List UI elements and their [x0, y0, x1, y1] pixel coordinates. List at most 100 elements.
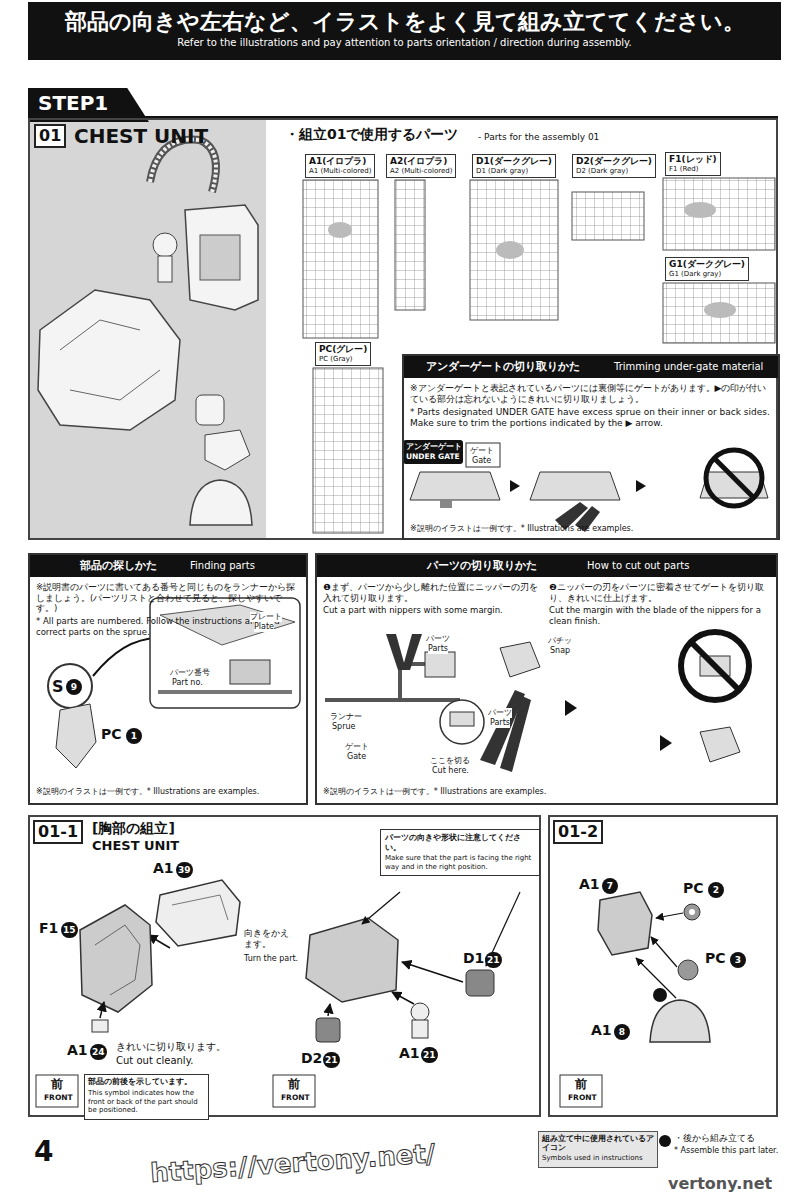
box-text: Finding parts [190, 559, 255, 573]
chest-assembly-drawing [95, 925, 140, 995]
box-heading: 部品の前後を示しています。 [88, 1077, 205, 1087]
note-box: パーツの切り取りかたHow to cut out parts❶まず、パーツから少… [315, 553, 778, 805]
box-heading: A1(イロプラ) [309, 156, 371, 167]
chest-assembly-drawing [466, 970, 494, 996]
part-note: Cut here. [432, 766, 469, 776]
box-text: ※説明のイラストは一例です。* Illustrations are exampl… [410, 524, 633, 534]
chest-preview [200, 235, 240, 280]
box-heading: 01 [34, 124, 66, 148]
under-gate-drawing [403, 440, 463, 464]
part-label: A1 [578, 876, 601, 892]
box-text: * Parts designated UNDER GATE have exces… [410, 407, 772, 429]
shoulder-assembly-drawing [651, 937, 677, 967]
box-text: Trimming under-gate material [614, 360, 763, 374]
chest-preview [196, 395, 224, 425]
part-note: パチッ [548, 636, 572, 646]
shoulder-assembly-drawing [598, 892, 652, 955]
chest-preview [153, 233, 177, 257]
box-text: This symbol indicates how the front or b… [88, 1089, 205, 1115]
box-text: A2 (Multi-colored) [390, 167, 452, 176]
part-label: A1 [398, 1045, 421, 1061]
instruction-note: Cut out cleanly. [116, 1054, 193, 1067]
part-label: F1 [38, 920, 59, 936]
part-note: Gate [347, 752, 366, 762]
part-note: パーツ [488, 708, 512, 718]
box-text: CHEST UNIT [92, 838, 179, 854]
box-text: Cut a part with nippers with some margin… [323, 605, 545, 616]
chest-preview [60, 320, 160, 400]
runner-sheet [395, 180, 425, 310]
chest-preview [185, 205, 258, 310]
callout-number: 21 [421, 1047, 438, 1063]
box-text: How to cut out parts [587, 559, 689, 573]
box-text: PC (Gray) [319, 355, 367, 364]
chest-assembly-drawing [100, 1002, 104, 1018]
runner-sheet [663, 178, 775, 250]
icon-note: ・後から組み立てる [674, 1133, 755, 1144]
part-note: ここを切る [430, 756, 470, 766]
box-text: [胸部の組立] [92, 820, 175, 837]
section-panel: 01CHEST UNITA1(イロプラ)A1 (Multi-colored)A2… [28, 118, 778, 540]
box-text: ※説明書のパーツに書いてある番号と同じものをランナーから探しましょう。(パーツリ… [36, 582, 302, 614]
caution-box: パーツの向きや形状に注意してください。Make sure that the pa… [380, 829, 540, 876]
part-label: D1 [462, 950, 485, 966]
header-band: 部品の向きや左右など、イラストをよく見て組み立ててください。Refer to t… [28, 2, 781, 60]
callout-number: 21 [485, 952, 502, 968]
runner-sheet [470, 180, 558, 320]
badge-text: アンダーゲート [406, 442, 462, 451]
runner-sheet [704, 302, 736, 318]
parts-heading: - Parts for the assembly 01 [478, 131, 599, 143]
box-heading: 組み立て中に使用されているアイコン [542, 1134, 654, 1152]
step-tab: STEP1 [28, 88, 149, 122]
shoulder-assembly-drawing [684, 904, 700, 920]
step-panel: 01-1 [胸部の組立]CHEST UNIT パーツの向きや形状に注意してください。… [28, 815, 541, 1117]
front-mark: 前 [51, 1077, 63, 1091]
front-mark: FRONT [281, 1093, 310, 1102]
callout-number: 1 [126, 728, 142, 744]
callout-number: 2 [708, 882, 724, 898]
part-label: PC [100, 726, 123, 742]
later-icon [659, 1135, 671, 1147]
instruction-note: きれいに切り取ります。 [116, 1040, 226, 1053]
part-label: A1 [152, 860, 175, 876]
chest-assembly-drawing [328, 1004, 330, 1016]
box-heading: F1(レッド) [669, 154, 717, 165]
box-heading: STEP1 [28, 88, 149, 118]
part-note: Gate [472, 456, 491, 466]
part-note: ゲート [470, 446, 494, 456]
box-heading: PC(グレー) [319, 344, 367, 355]
runner-sheet [303, 180, 378, 338]
runner-tag: F1(レッド)F1 (Red) [665, 152, 721, 176]
box-text: D1 (Dark gray) [476, 167, 552, 176]
callout-number: 24 [90, 1044, 107, 1060]
box-text: ❷ニッパーの刃をパーツに密着させてゲートを切り取り、きれいに仕上げます。 [549, 582, 771, 603]
part-note: パーツ番号 [170, 668, 210, 678]
box-heading: 部品の探しかた [80, 558, 157, 573]
box-heading: 部品の向きや左右など、イラストをよく見て組み立ててください。 [28, 8, 781, 36]
box-heading: 01-1 [33, 820, 83, 844]
runner-sheet [328, 222, 352, 238]
box-heading: アンダーゲートの切り取りかた [426, 359, 580, 374]
callout-number: 7 [602, 878, 618, 894]
part-note: Parts [490, 718, 510, 728]
box-text: G1 (Dark gray) [669, 270, 745, 279]
page-number: 4 [34, 1136, 53, 1168]
chest-assembly-drawing [411, 1003, 429, 1021]
box-text: Cut the margin with the blade of the nip… [549, 605, 771, 626]
runner-tag: D2(ダークグレー)D2 (Dark gray) [572, 154, 656, 178]
step-panel: 01-2 [548, 815, 778, 1117]
shoulder-assembly-drawing [653, 988, 667, 1002]
chest-assembly-drawing [306, 918, 398, 1002]
box-heading: A2(イロプラ) [390, 156, 452, 167]
chest-assembly-drawing [412, 1020, 428, 1038]
shoulder-assembly-drawing [656, 913, 683, 918]
runner-sheet [663, 283, 775, 343]
chest-assembly-drawing [392, 992, 414, 1004]
chest-preview [38, 290, 180, 430]
callout-number: 15 [61, 922, 78, 938]
chest-preview [30, 120, 266, 538]
runner-tag: G1(ダークグレー)G1 (Dark gray) [665, 257, 749, 281]
box-text: ※説明のイラストは一例です。* Illustrations are exampl… [323, 787, 546, 797]
box-text: D2 (Dark gray) [576, 167, 652, 176]
box-heading: 01-2 [553, 820, 603, 844]
